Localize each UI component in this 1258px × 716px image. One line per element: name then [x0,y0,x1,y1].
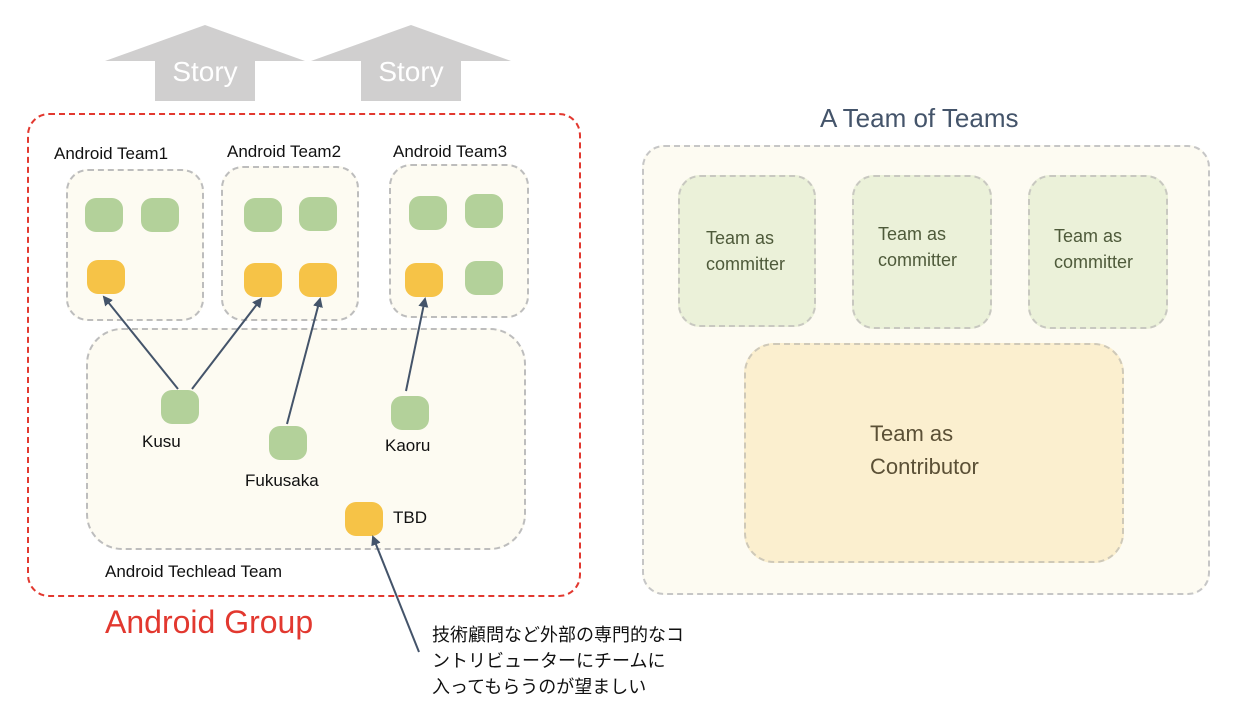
committer-box-3: Team as committer [1028,175,1168,329]
contributor-box: Team as Contributor [744,343,1124,563]
techlead-member-kusu [161,390,199,424]
android-group-box [27,113,581,597]
team-box-1 [66,169,204,321]
story-label-2: Story [378,56,444,87]
committer-label-3: Team as committer [1054,226,1134,272]
team-of-teams-title: A Team of Teams [820,103,1019,133]
techlead-member-kaoru [391,396,429,430]
team1-member-1 [85,198,123,232]
techlead-name-tbd: TBD [393,508,427,527]
committer-label-2: Team as committer [878,224,958,270]
story-arrow-1 [105,25,305,101]
committer-box-2: Team as committer [852,175,992,329]
team-label-3: Android Team3 [393,142,508,161]
team2-member-2 [299,197,337,231]
committer-label-1: Team as committer [706,228,786,274]
techlead-name-kaoru: Kaoru [385,436,431,455]
committer-box-1: Team as committer [678,175,816,327]
team-box-2 [221,166,359,321]
team3-member-3 [405,263,443,297]
team3-member-4 [465,261,503,295]
techlead-team-label: Android Techlead Team [105,562,283,581]
contributor-label: Team as Contributor [870,421,979,479]
team1-member-3 [87,260,125,294]
team2-member-3 [244,263,282,297]
android-group-title: Android Group [105,604,314,640]
techlead-member-tbd [345,502,383,536]
techlead-name-fukusaka: Fukusaka [245,471,319,490]
techlead-member-fukusaka [269,426,307,460]
story-arrow-2 [311,25,511,101]
team-label-2: Android Team2 [227,142,342,161]
team2-member-4 [299,263,337,297]
techlead-name-kusu: Kusu [142,432,181,451]
story-label-1: Story [172,56,238,87]
team-label-1: Android Team1 [54,144,169,163]
team3-member-2 [465,194,503,228]
contributor-note: 技術顧問など外部の専門的なコ ントリビューターにチームに 入ってもらうのが望まし… [432,625,684,697]
team3-member-1 [409,196,447,230]
team2-member-1 [244,198,282,232]
team1-member-2 [141,198,179,232]
